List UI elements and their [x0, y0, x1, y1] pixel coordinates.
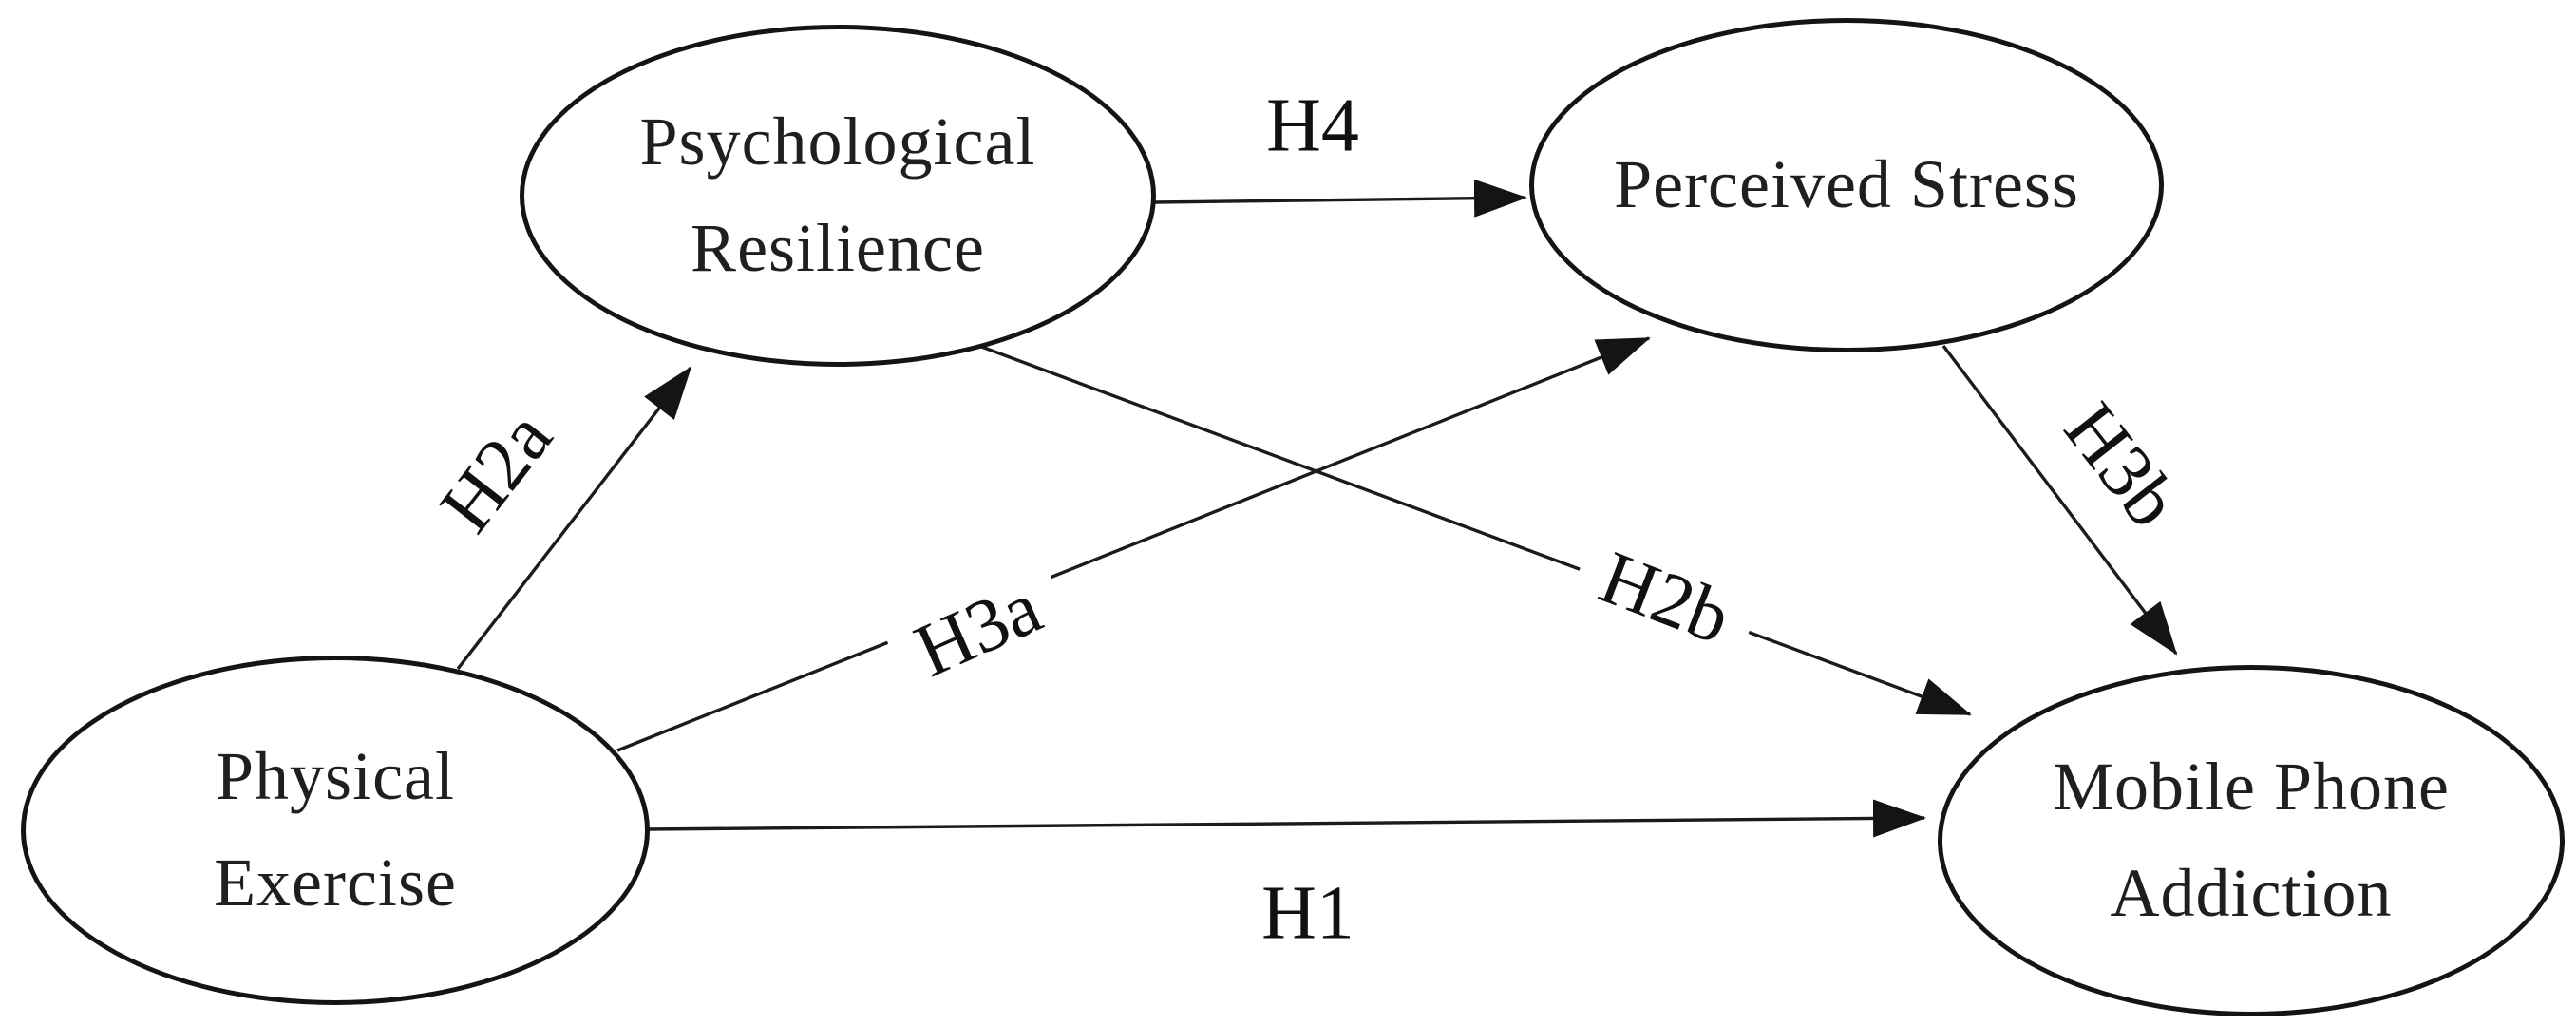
node-text-line: Addiction: [2110, 855, 2393, 931]
node-perceived-stress-label: Perceived Stress: [1614, 132, 2079, 238]
node-mobile-phone-addiction-label: Mobile Phone Addiction: [2053, 734, 2450, 946]
node-perceived-stress: Perceived Stress: [1529, 18, 2164, 352]
edge-h2a-arrow: [456, 366, 692, 671]
node-text-line: Physical: [216, 738, 455, 815]
node-text-line: Exercise: [214, 845, 457, 921]
node-text-line: Mobile Phone: [2053, 749, 2450, 826]
edge-label-h1: H1: [1261, 871, 1354, 956]
edge-h3b-arrow: [1941, 344, 2178, 656]
node-text-line: Psychological: [639, 104, 1036, 180]
edge-h1-arrow: [645, 799, 1926, 838]
node-physical-exercise: Physical Exercise: [21, 656, 650, 1005]
node-mobile-phone-addiction: Mobile Phone Addiction: [1938, 665, 2565, 1016]
node-text-line: Resilience: [691, 210, 985, 286]
edge-h2b-arrow: [975, 343, 1972, 716]
edge-label-h4: H4: [1266, 84, 1359, 168]
edge-h3a-arrow: [616, 336, 1651, 752]
node-psychological-resilience-label: Psychological Resilience: [640, 89, 1036, 301]
node-psychological-resilience: Psychological Resilience: [520, 25, 1156, 367]
edge-h4-arrow: [1154, 179, 1527, 218]
node-text-line: Perceived Stress: [1614, 146, 2079, 223]
node-physical-exercise-label: Physical Exercise: [214, 724, 457, 936]
